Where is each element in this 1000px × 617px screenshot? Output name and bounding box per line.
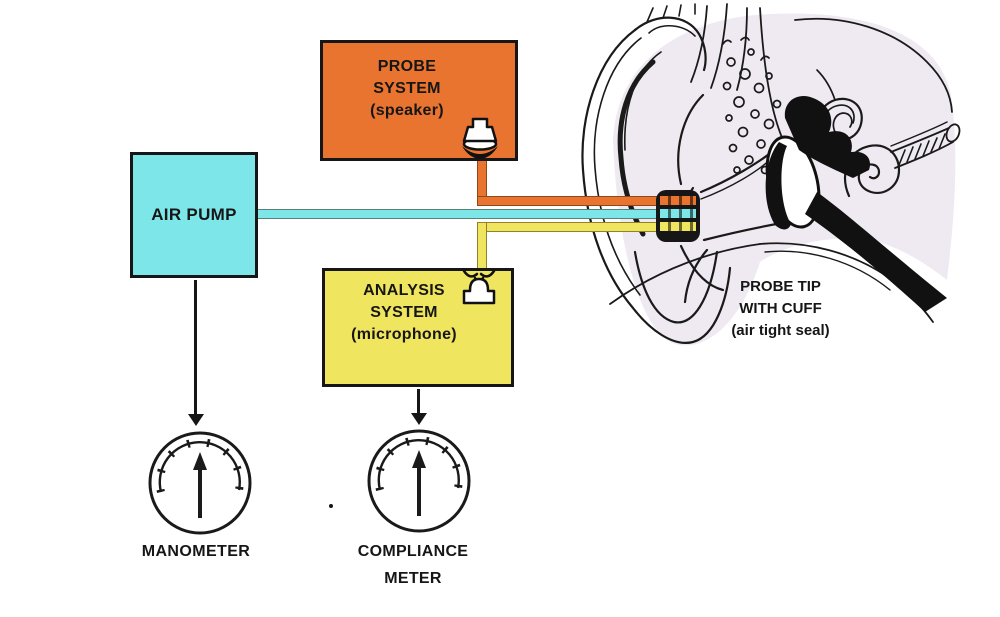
microphone-icon [462,269,496,305]
manometer-gauge-dial-icon [148,431,252,535]
compliance-gauge-dial-icon [367,429,471,533]
probe-tip-stripe-speaker [660,196,696,205]
air-pump-tube [255,209,696,219]
probe-tip-annotation: PROBE TIP WITH CUFF (air tight seal) [698,276,863,342]
compliance-meter-label-line1: COMPLIANCE [357,543,469,560]
analysis-system-label-line1: ANALYSIS [363,282,445,299]
probe-tip-stripe-mic [660,222,696,231]
ear-anatomy-illustration [581,3,961,346]
stray-dot [329,504,333,508]
air-pump-box: AIR PUMP [130,152,258,278]
analysis-to-compliance-arrowhead [411,413,427,425]
compliance-meter-label: COMPLIANCE METER [333,538,493,592]
probe-system-box: PROBE SYSTEM (speaker) [320,40,518,161]
air-pump-label: AIR PUMP [151,205,237,224]
probe-tip-annotation-line3: (air tight seal) [731,322,830,339]
probe-tip-cuff [656,190,700,242]
analysis-to-compliance-line [417,389,420,415]
probe-tip-annotation-line1: PROBE TIP [740,278,821,295]
probe-tip-stripe-air [660,209,696,218]
compliance-meter-label-line2: METER [384,570,442,587]
speaker-horn-icon [462,117,498,159]
probe-tip-annotation-line2: WITH CUFF [739,300,822,317]
probe-system-label-line3: (speaker) [370,102,444,119]
probe-system-label-line1: PROBE [377,58,437,75]
analysis-system-label-line3: (microphone) [351,326,457,343]
probe-system-label-line2: SYSTEM [373,80,441,97]
airpump-to-manometer-line [194,280,197,416]
manometer-label: MANOMETER [141,543,251,560]
airpump-to-manometer-arrowhead [188,414,204,426]
analysis-system-label-line2: SYSTEM [370,304,438,321]
